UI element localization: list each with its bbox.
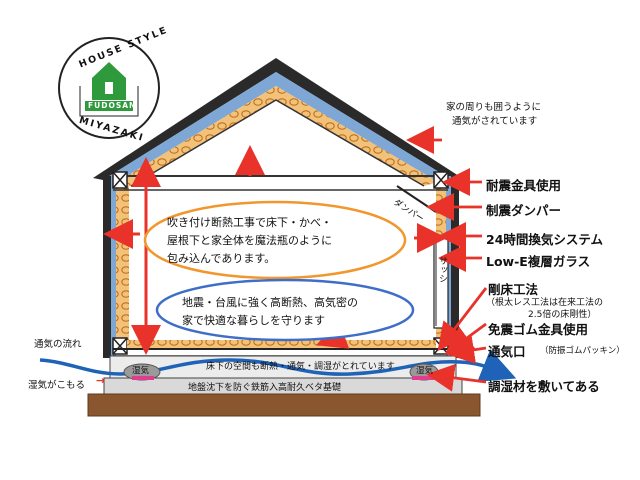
moisture-material-label: 調湿材を敷いてある [488,379,600,394]
ventilation-label: 24時間換気システム [486,232,604,247]
underfloor-label: 床下の空間も断熱・通気・調湿がとれています [206,362,395,372]
orange-bubble-line-3: 包み込んであります。 [167,252,276,265]
moisture-pad-left [132,376,154,380]
moisture-trap-label: 湿気がこもる [28,380,86,391]
foundation-label: 地盤沈下を防ぐ鉄筋入高耐久ベタ基礎 [188,383,342,393]
blue-bubble-line-2: 家で快適な暮らしを守ります [182,314,325,327]
airflow-label: 通気の流れ [34,339,82,350]
blue-bubble-line-1: 地震・台風に強く高断熱、高気密の [182,296,358,309]
orange-bubble [143,200,407,280]
sash-tag: サッシ [437,256,447,283]
orange-bubble-line-1: 吹き付け断熱工事で床下・かべ・ [167,216,332,229]
arrow-rubber [444,322,487,355]
vent-hole-sub: （防振ゴムパッキン） [540,346,625,356]
vent-hole-label: 通気口 [488,344,526,359]
moisture-trap-arrow: → [96,374,106,387]
blue-bubble [155,278,415,342]
moisture-pad-right [412,376,434,380]
circulation-note-2: 通気がされています [452,116,538,127]
rubber-hardware-label: 免震ゴム金具使用 [488,322,589,337]
floor-insulation [127,340,436,348]
roof [93,58,462,187]
orange-bubble-line-2: 屋根下と家全体を魔法瓶のように [167,234,332,247]
damper-label: 制震ダンパー [486,203,562,218]
seismic-hardware-label: 耐震金具使用 [486,178,562,193]
glass-label: Low-E複層ガラス [486,254,591,269]
humidity-right: 湿気 [416,366,434,376]
humidity-left: 湿気 [132,366,150,376]
rigid-floor-note-2: 2.5倍の床剛性） [528,310,597,320]
rigid-floor-note-1: （根太レス工法は在来工法の [486,298,604,308]
rigid-floor-label: 剛床工法 [488,282,539,297]
foundation-base [87,393,481,417]
logo-badge [58,37,160,139]
arrow-vent-hole [446,336,487,364]
wall-left [103,176,129,358]
house-logo-icon [92,62,126,100]
logo-brand: FUDOSAN [88,101,137,110]
circulation-note: 家の周りも囲うように [446,102,542,113]
arrow-moisture-material [426,363,487,392]
